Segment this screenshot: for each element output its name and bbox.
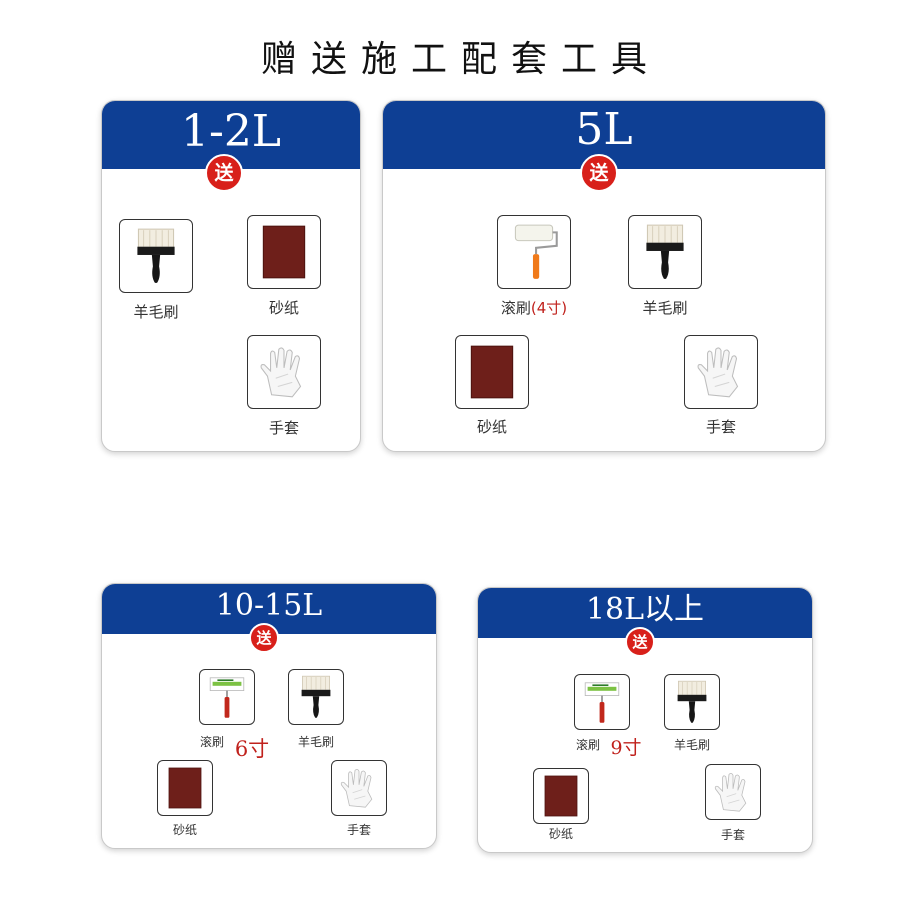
tool-label: 羊毛刷 [297, 735, 334, 749]
brush-icon [119, 219, 193, 293]
roller-size: (4寸) [530, 299, 568, 317]
glove-icon [684, 335, 758, 409]
tool-label: 砂纸 [268, 299, 299, 317]
brush-icon [664, 674, 720, 730]
tool-label: 手套 [346, 823, 371, 837]
sandpaper-icon [533, 768, 589, 824]
tool-label: 滚刷 [575, 738, 600, 752]
tool-label: 羊毛刷 [642, 299, 688, 317]
gift-badge: 送 [580, 154, 618, 192]
tool-label: 羊毛刷 [133, 303, 179, 321]
glove-icon [331, 760, 387, 816]
glove-icon [247, 335, 321, 409]
roller-size: 6寸 [234, 737, 270, 761]
tool-label: 手套 [268, 419, 299, 437]
sandpaper-icon [247, 215, 321, 289]
brush-icon [628, 215, 702, 289]
glove-icon [705, 764, 761, 820]
card-1-2l: 1-2L 送 羊毛刷 砂纸 手套 [101, 100, 361, 452]
tool-label: 羊毛刷 [673, 738, 710, 752]
gift-badge: 送 [625, 627, 655, 657]
roller-icon [574, 674, 630, 730]
page-title: 赠送施工配套工具 [260, 39, 661, 80]
card-volume: 10-15L [215, 588, 323, 623]
roller-icon [199, 669, 255, 725]
tool-label: 手套 [705, 418, 736, 436]
tool-name: 滚刷 [500, 299, 531, 317]
roller-size: 9寸 [610, 737, 642, 759]
card-18l-plus: 18L以上 送 滚刷 9寸 羊毛刷 砂纸 手套 [477, 587, 813, 853]
roller-icon [497, 215, 571, 289]
tool-label: 滚刷(4寸) [473, 297, 595, 318]
brush-icon [288, 669, 344, 725]
tool-label: 手套 [720, 828, 745, 842]
tool-label: 滚刷 [199, 735, 224, 749]
card-5l: 5L 送 滚刷(4寸) 羊毛刷 砂纸 手套 [382, 100, 826, 452]
card-header: 18L以上 [478, 588, 812, 638]
tool-label: 砂纸 [476, 418, 507, 436]
card-10-15l: 10-15L 送 滚刷 6寸 羊毛刷 砂纸 手套 [101, 583, 437, 849]
sandpaper-icon [157, 760, 213, 816]
sandpaper-icon [455, 335, 529, 409]
card-volume: 1-2L [180, 106, 282, 157]
card-volume: 5L [575, 104, 633, 155]
card-volume: 18L以上 [585, 592, 705, 627]
gift-badge: 送 [249, 623, 279, 653]
tool-label: 砂纸 [172, 823, 197, 837]
gift-badge: 送 [205, 154, 243, 192]
tool-label: 砂纸 [548, 827, 573, 841]
